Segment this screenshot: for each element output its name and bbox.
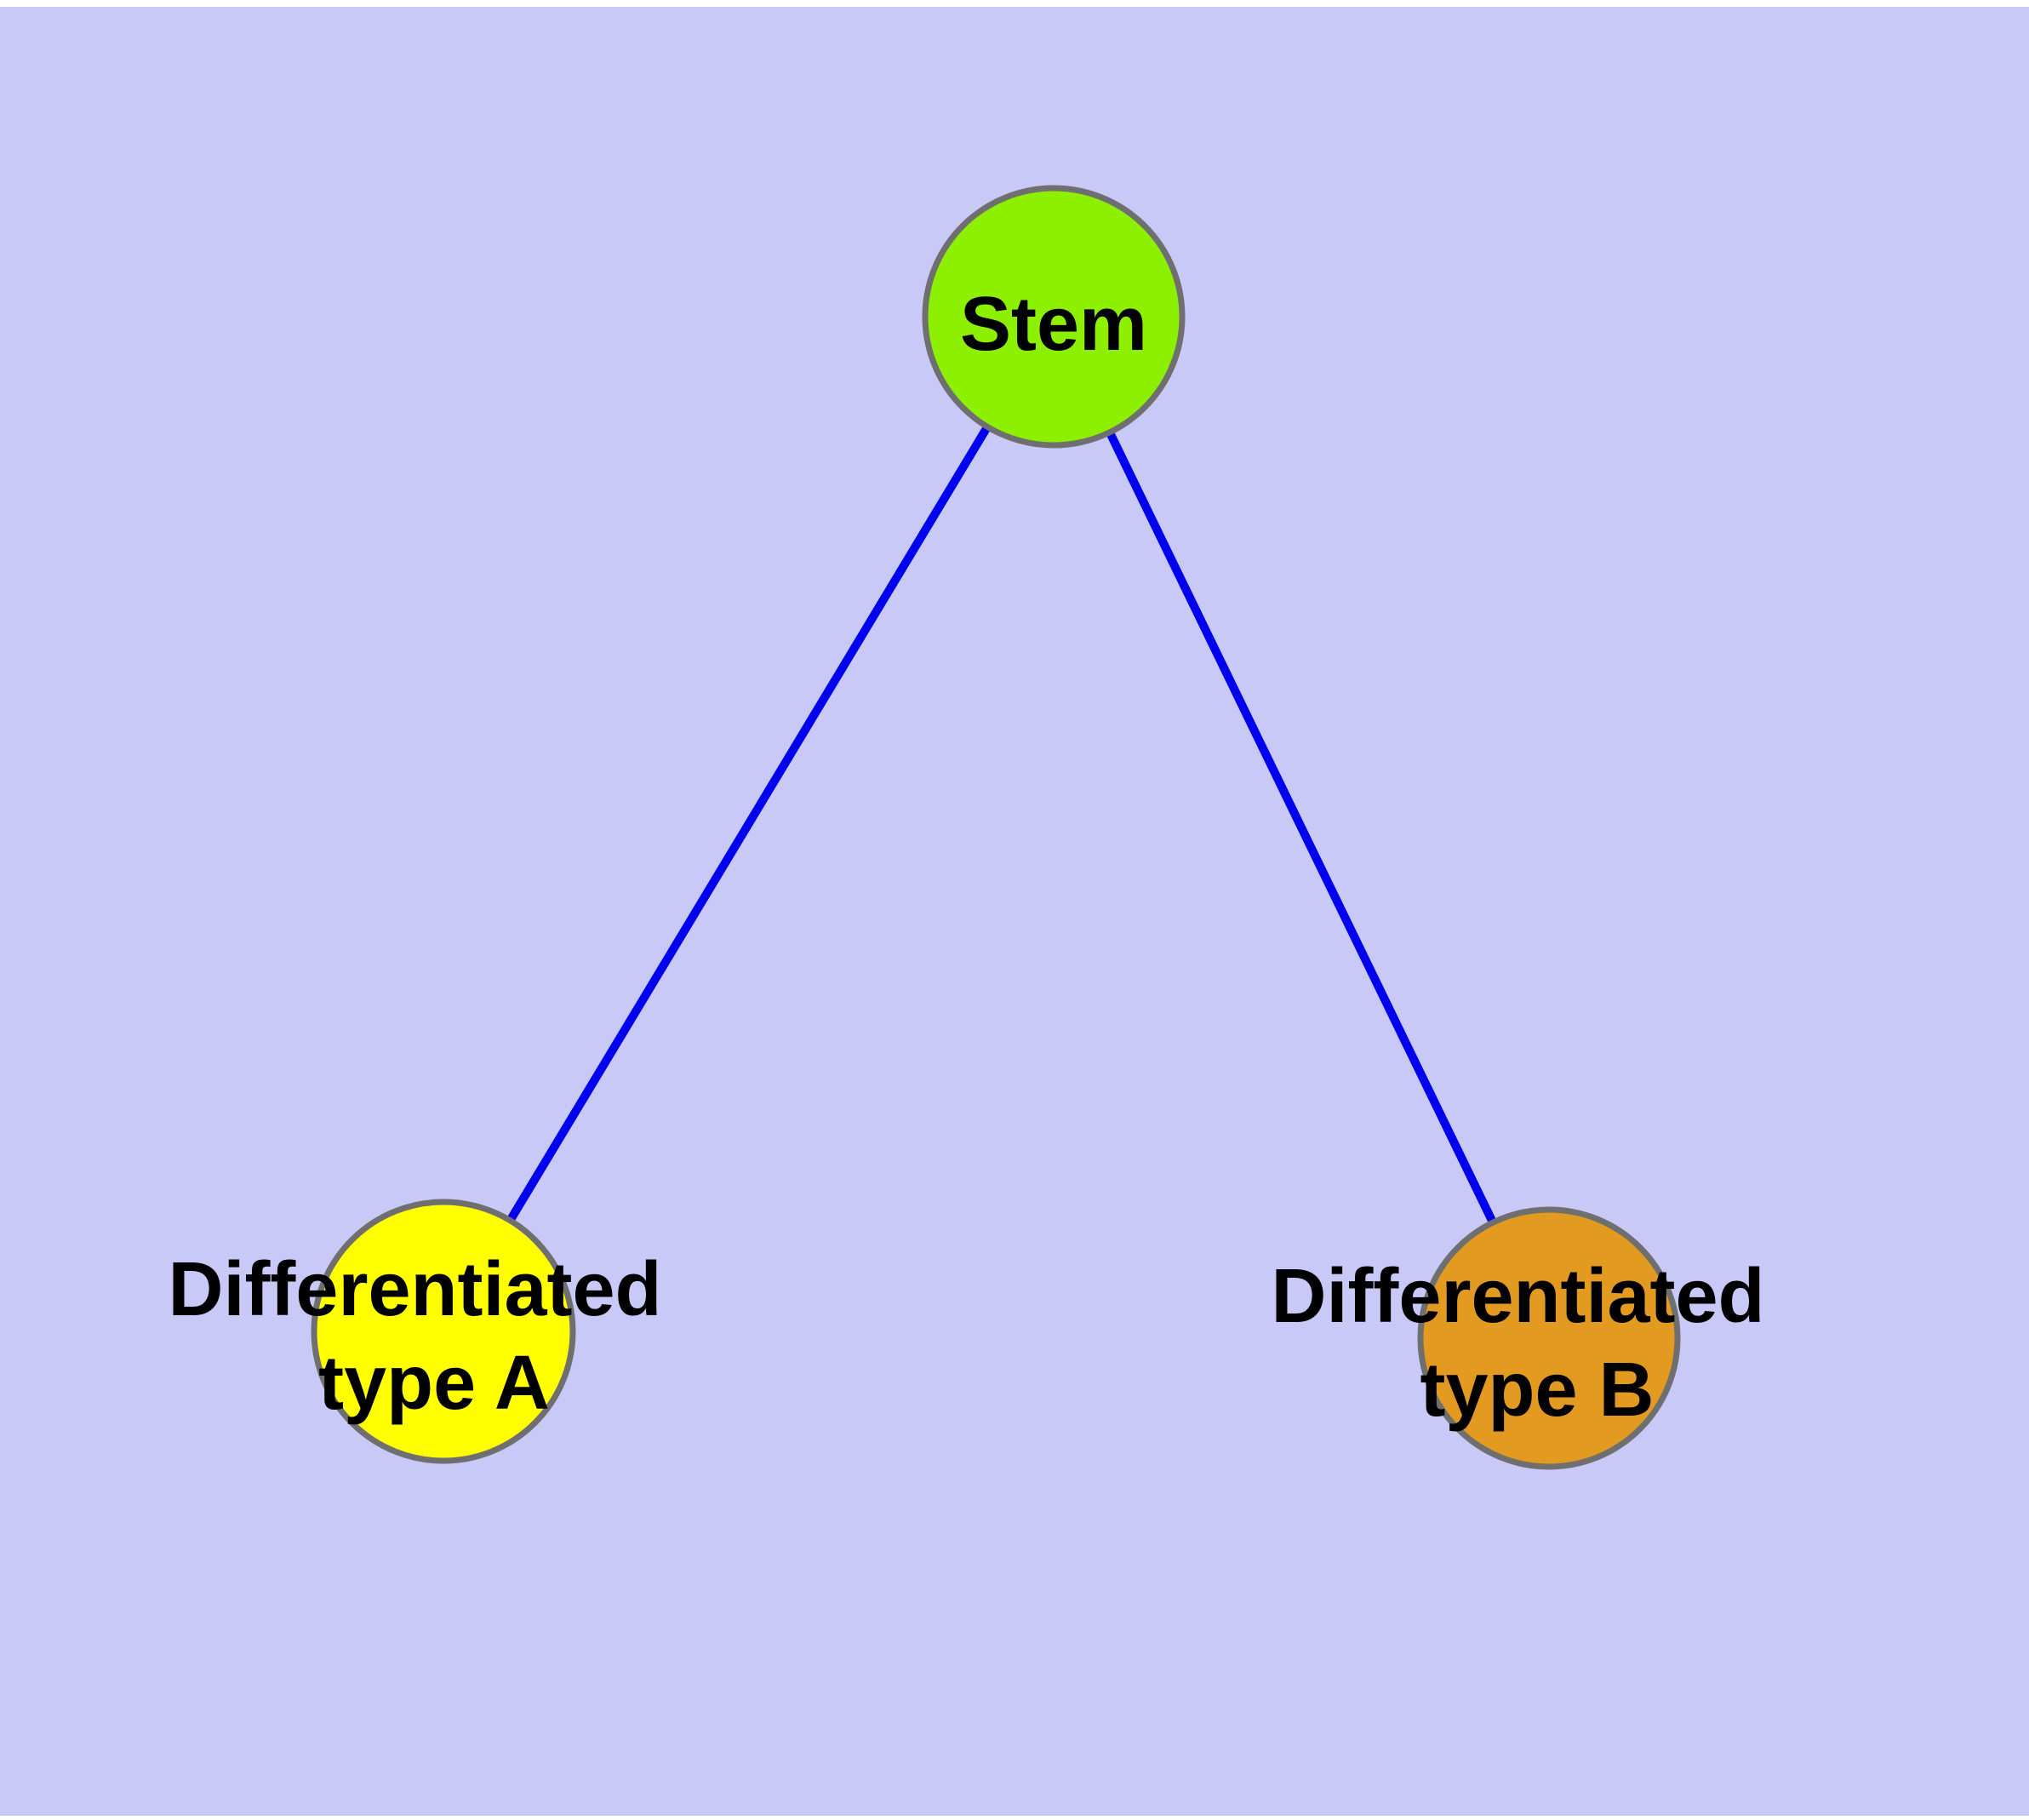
type-b-label-line-2: type B [1420, 1348, 1654, 1433]
node-stem [922, 185, 1186, 449]
type-b-label-line-1: Differentiated [1271, 1254, 1764, 1339]
node-stem-label: Stem [960, 282, 1147, 367]
type-a-label-line-1: Differentiated [168, 1247, 661, 1332]
edge-stem-to-type-b [1049, 314, 1553, 1341]
node-differentiated-type-a-label: Differentiated type A [168, 1247, 683, 1426]
edge-stem-to-type-a [439, 314, 1058, 1334]
node-differentiated-type-a [311, 1199, 576, 1464]
node-differentiated-type-b [1417, 1206, 1681, 1470]
type-a-label-line-2: type A [318, 1341, 550, 1426]
node-differentiated-type-b-label: Differentiated type B [1271, 1254, 1786, 1433]
